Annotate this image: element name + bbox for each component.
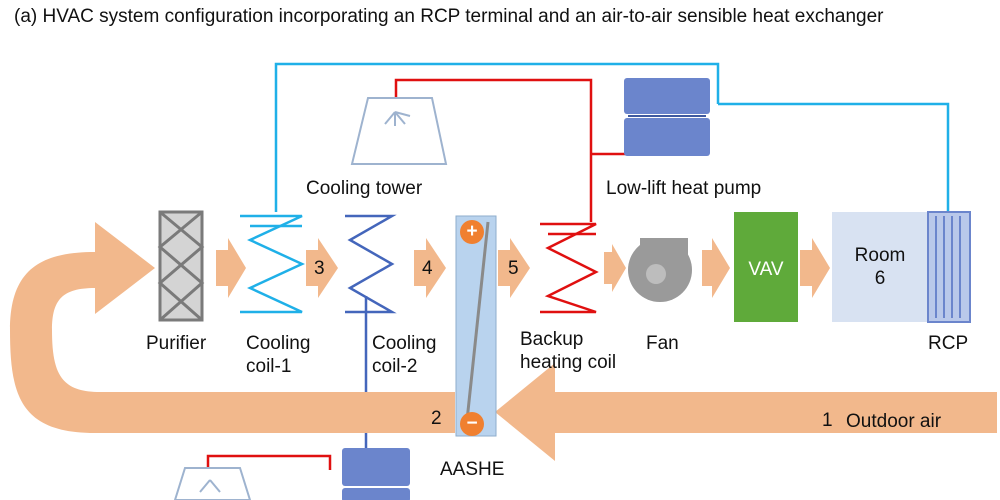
state-point-5: 5 <box>508 258 519 279</box>
flow-arrows <box>216 238 830 298</box>
aashe-label: AASHE <box>440 459 505 480</box>
fan-icon <box>628 238 692 302</box>
vav-box <box>734 212 798 322</box>
vav-label: VAV <box>748 259 784 280</box>
heating-coil-icon <box>540 222 599 314</box>
flow-arrow <box>216 238 246 298</box>
outdoor-air-label: Outdoor air <box>846 411 942 432</box>
blue-water-loop <box>274 62 950 212</box>
fan-label: Fan <box>646 333 679 354</box>
minus-badge <box>460 412 484 436</box>
flow-arrow <box>604 244 626 292</box>
flow-arrow <box>800 238 830 298</box>
plus-badge <box>460 220 484 244</box>
cooling-tower-icon <box>350 97 448 165</box>
flow-arrow <box>306 238 338 298</box>
room-label: Room 6 <box>854 245 906 289</box>
cooling-coil-2-icon <box>345 214 397 314</box>
minus-sign: − <box>466 413 478 434</box>
aashe-icon <box>455 215 497 437</box>
cooling-coil-1-icon <box>240 214 305 314</box>
state-point-2: 2 <box>431 408 442 429</box>
state-point-4: 4 <box>422 258 433 279</box>
state-point-3: 3 <box>314 258 325 279</box>
flow-arrow <box>498 238 530 298</box>
rcp-icon <box>927 211 971 323</box>
heat-pump-icon <box>624 78 710 156</box>
diagram-title: (a) HVAC system configuration incorporat… <box>14 6 884 27</box>
room-box <box>832 212 928 322</box>
cooling-tower-icon-lower <box>173 467 252 500</box>
heat-pump-label: Low-lift heat pump <box>606 178 762 199</box>
state-point-1: 1 <box>822 410 833 431</box>
recirculation-loop <box>10 222 455 433</box>
cooling-tower-label: Cooling tower <box>306 178 423 199</box>
return-air-arrow <box>495 363 997 461</box>
backup-heating-coil-label: Backup heating coil <box>520 329 617 373</box>
flow-arrow <box>702 238 730 298</box>
plus-sign: + <box>466 221 478 242</box>
purifier-icon <box>157 210 205 322</box>
rcp-label: RCP <box>928 333 969 354</box>
purifier-label: Purifier <box>146 333 207 354</box>
cooling-coil-1-label: Cooling coil-1 <box>246 333 311 377</box>
cooling-coil-2-label: Cooling coil-2 <box>372 333 437 377</box>
flow-arrow <box>414 238 446 298</box>
heat-pump-icon-lower <box>342 448 410 500</box>
